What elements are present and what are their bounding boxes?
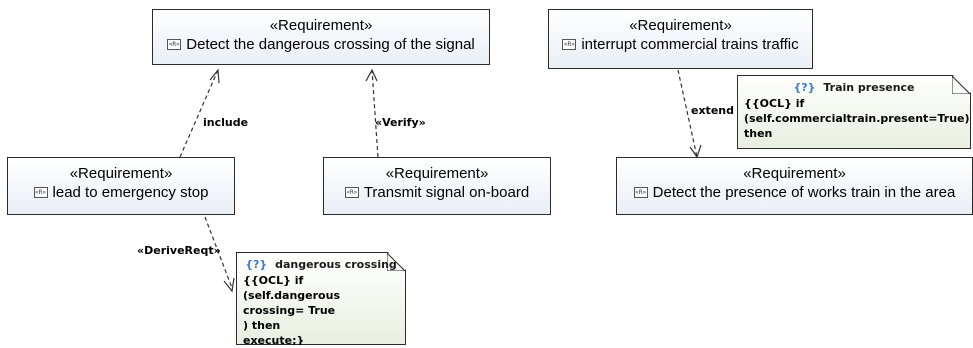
requirement-icon: «R» bbox=[167, 39, 182, 50]
note-dangerous-crossing[interactable]: {?} dangerous crossing {{OCL} if (self.d… bbox=[236, 252, 406, 345]
requirement-detect-works-train[interactable]: «Requirement» «R» Detect the presence of… bbox=[616, 157, 973, 215]
derive-label: «DeriveReqt» bbox=[137, 244, 221, 257]
requirement-name: Transmit signal on-board bbox=[363, 184, 530, 201]
verify-label: «Verify» bbox=[375, 116, 426, 129]
note-fold-corner bbox=[952, 76, 970, 94]
note-title: Train presence bbox=[823, 81, 915, 94]
ocl-constraint-icon: {?} bbox=[245, 258, 268, 271]
note-line: ) then bbox=[243, 319, 281, 332]
note-line: {{OCL} if bbox=[744, 97, 805, 110]
stereotype-label: «Requirement» bbox=[269, 17, 373, 34]
requirement-name: Detect the presence of works train in th… bbox=[652, 184, 956, 201]
requirement-icon: «R» bbox=[344, 187, 359, 198]
verify-edge bbox=[371, 69, 379, 158]
requirement-icon: «R» bbox=[633, 187, 648, 198]
extend-arrowhead bbox=[689, 144, 702, 159]
verify-arrowhead bbox=[365, 68, 378, 82]
extend-label: extend bbox=[691, 104, 734, 117]
requirement-interrupt-commercial-traffic[interactable]: «Requirement» «R» interrupt commercial t… bbox=[548, 9, 813, 69]
requirement-transmit-signal[interactable]: «Requirement» «R» Transmit signal on-boa… bbox=[323, 157, 551, 215]
requirement-icon: «R» bbox=[33, 187, 48, 198]
derive-edge bbox=[204, 216, 233, 289]
requirement-icon: «R» bbox=[562, 39, 577, 50]
requirement-lead-emergency-stop[interactable]: «Requirement» «R» lead to emergency stop bbox=[7, 157, 235, 215]
derive-arrowhead bbox=[223, 277, 235, 293]
requirement-name: interrupt commercial trains traffic bbox=[581, 36, 799, 53]
ocl-constraint-icon: {?} bbox=[793, 81, 816, 94]
include-arrowhead bbox=[209, 68, 220, 84]
stereotype-label: «Requirement» bbox=[385, 165, 489, 182]
requirement-name: lead to emergency stop bbox=[52, 184, 209, 201]
stereotype-label: «Requirement» bbox=[629, 17, 732, 34]
requirement-detect-dangerous-crossing[interactable]: «Requirement» «R» Detect the dangerous c… bbox=[152, 9, 490, 65]
note-line: then bbox=[744, 127, 773, 140]
note-fold-corner bbox=[387, 253, 405, 271]
stereotype-label: «Requirement» bbox=[69, 165, 173, 182]
requirement-name: Detect the dangerous crossing of the sig… bbox=[186, 36, 475, 53]
note-title: dangerous crossing bbox=[275, 258, 397, 271]
note-train-presence[interactable]: {?} Train presence {{OCL} if (self.comme… bbox=[737, 75, 971, 149]
note-line: execute;} bbox=[243, 334, 305, 347]
note-line: (self.commercialtrain.present=True) bbox=[744, 112, 970, 125]
note-line: crossing= True bbox=[243, 304, 336, 317]
include-label: include bbox=[203, 116, 249, 129]
note-line: {{OCL} if (self.dangerous bbox=[243, 274, 340, 302]
extend-edge bbox=[677, 69, 698, 158]
stereotype-label: «Requirement» bbox=[743, 165, 846, 182]
include-edge bbox=[179, 69, 219, 158]
